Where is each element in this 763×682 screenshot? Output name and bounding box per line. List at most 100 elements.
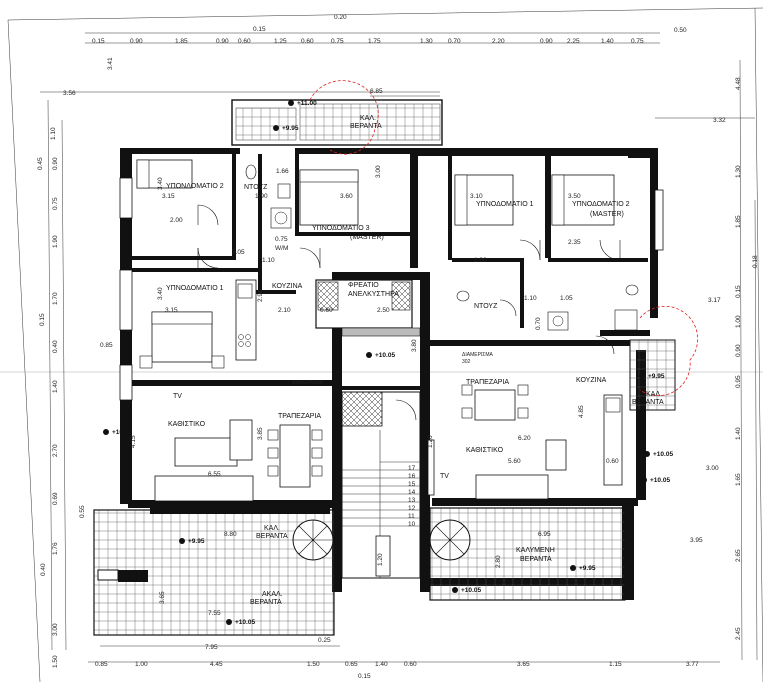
dim-bottom: 1.15	[609, 661, 622, 668]
dim-inner: 3.00	[375, 165, 382, 178]
level: +9.95	[648, 373, 665, 380]
dim-left: 1.70	[52, 292, 59, 305]
windows	[119, 177, 664, 496]
dim-top: 1.30	[420, 38, 433, 45]
room-label: ΒΕΡΑΝΤΑ	[250, 599, 282, 606]
room-label: ΒΕΡΑΝΤΑ	[520, 556, 552, 563]
apt-label: ΔΙΑΜΕΡΙΣΜΑ	[292, 380, 324, 386]
dim-inner: 3.17	[708, 297, 721, 304]
room-label: ΥΠΟΝΔΟΜΑΤΙΟ 2	[166, 183, 224, 190]
stair-number: 10	[408, 521, 416, 528]
dim-inner: 5.60	[508, 458, 521, 465]
dim-left: 0.90	[52, 157, 59, 170]
dim-inner: 7.95	[205, 644, 218, 651]
dim-top: 0.20	[334, 14, 347, 21]
level: +11.00	[297, 100, 317, 107]
dim-inner: 0.75	[275, 236, 288, 243]
apt-label: ΔΙΑΜΕΡΙΣΜΑ	[462, 352, 494, 358]
dim-inner: 3.15	[162, 193, 175, 200]
dining-table	[474, 389, 516, 421]
sofa	[475, 474, 549, 500]
dim-right: 2.65	[735, 549, 742, 562]
dining-table	[279, 424, 311, 488]
dim-top: 0.75	[631, 38, 644, 45]
tv-label: TV	[440, 473, 449, 480]
right-dimension-labels: 4.48 1.30 1.85 0.18 0.15 1.00 0.90 0.95 …	[735, 77, 759, 640]
room-label: ΒΕΡΑΝΤΑ	[632, 399, 664, 406]
toilet	[625, 284, 639, 296]
level: +10.05	[375, 352, 395, 359]
washing-machine	[270, 207, 292, 229]
stair-number: 15	[408, 481, 416, 488]
dim-top: 1.40	[601, 38, 614, 45]
room-label: ΤΡΑΠΕΖΑΡΙΑ	[278, 413, 321, 420]
dim-inner: 3.00	[706, 465, 719, 472]
dim-top: 0.90	[540, 38, 553, 45]
kitchen-counter	[235, 279, 257, 361]
dim-inner: 1.10	[524, 295, 537, 302]
veranda-left-bottom	[93, 508, 335, 636]
dim-top: 0.70	[448, 38, 461, 45]
dim-right: 2.45	[735, 627, 742, 640]
wm-label: W/M	[275, 245, 288, 252]
dim-top: 1.75	[368, 38, 381, 45]
dim-inner: 1.10	[262, 257, 275, 264]
dim-bottom: 1.00	[135, 661, 148, 668]
dim-left: 1.90	[52, 235, 59, 248]
level: +10.05	[235, 619, 255, 626]
dim-left: 0.40	[52, 340, 59, 353]
dim-inner: 4.85	[578, 405, 585, 418]
dim-top: 0.15	[253, 26, 266, 33]
dim-right: 0.15	[735, 285, 742, 298]
coffee-table	[174, 437, 238, 467]
level: +10.05	[112, 429, 132, 436]
dim-left: 0.45	[37, 157, 44, 170]
furniture-left	[136, 159, 359, 502]
dim-right: 1.00	[735, 315, 742, 328]
level-markers: +11.00 +9.95 +10.05 +10.05 +9.95 +10.05 …	[103, 100, 673, 626]
dim-top: 1.85	[175, 38, 188, 45]
room-label: ΝΤΟΥΖ	[244, 184, 268, 191]
bottom-dimension-labels: 0.85 1.00 4.45 1.50 0.65 1.40 0.60 3.65 …	[95, 637, 699, 680]
dim-inner: 7.55	[208, 610, 221, 617]
room-label: ΝΤΟΥΖ	[474, 303, 498, 310]
dim-top: 0.90	[130, 38, 143, 45]
room-labels: ΥΠΟΝΔΟΜΑΤΙΟ 2 ΝΤΟΥΖ ΥΠΝΟΔΟΜΑΤΙΟ 3 (MASTE…	[166, 115, 664, 606]
dim-top: 0.50	[674, 27, 687, 34]
room-label: ΚΟΥΖΙΝΑ	[576, 377, 607, 384]
veranda-top	[231, 99, 443, 146]
room-label: ΤΡΑΠΕΖΑΡΙΑ	[466, 379, 509, 386]
dim-top: 0.15	[92, 38, 105, 45]
room-label: ΚΑΛ.	[264, 525, 280, 532]
room-label: ΦΡΕΑΤΙΟ	[348, 282, 379, 289]
top-dimension-lines	[40, 32, 755, 119]
dim-inner: 2.50	[377, 307, 390, 314]
dim-inner: 3.85	[257, 427, 264, 440]
washing-machine	[547, 311, 569, 331]
dim-right: 0.95	[735, 375, 742, 388]
level: +9.95	[188, 538, 205, 545]
level: +10.05	[461, 587, 481, 594]
dim-bottom: 1.50	[307, 661, 320, 668]
stair-number: 14	[408, 489, 416, 496]
dim-inner: 0.85	[100, 342, 113, 349]
level: +10.05	[653, 451, 673, 458]
dim-right: 1.65	[735, 473, 742, 486]
stair-number: 12	[408, 505, 416, 512]
dim-top: 2.25	[567, 38, 580, 45]
dim-inner: 8.80	[224, 531, 237, 538]
dim-inner: 1.90	[474, 257, 487, 264]
doors	[197, 204, 621, 421]
dim-left: 0.69	[52, 492, 59, 505]
level: +10.05	[650, 477, 670, 484]
dim-inner: 3.80	[411, 339, 418, 352]
toilet	[245, 164, 257, 180]
dim-inner: 2.35	[568, 239, 581, 246]
red-dashed-arcs	[309, 80, 699, 397]
dim-inner: 3.15	[165, 307, 178, 314]
furniture-right	[454, 174, 639, 500]
dim-bottom: 3.65	[517, 661, 530, 668]
dim-inner: 3.40	[157, 177, 164, 190]
dim-top: 0.90	[216, 38, 229, 45]
room-label: ΥΠΝΟΔΟΜΑΤΙΟ 2	[572, 201, 630, 208]
